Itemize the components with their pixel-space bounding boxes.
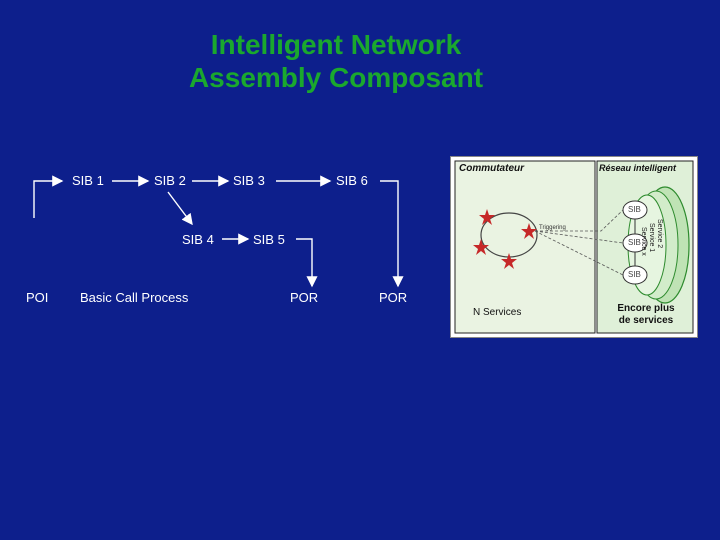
n-services-label: N Services [473,307,522,318]
sib-circle-label-1: SIB [628,205,641,214]
connector-sib6-por [380,180,404,288]
encore-plus-label: Encore plus de services [601,303,691,327]
reseau-title: Réseau intelligent [599,163,677,173]
triggering-label: Triggering [539,225,566,231]
trigger-stars [473,209,537,269]
sib-circle-label-2: SIB [628,238,641,247]
in-architecture-figure [454,160,694,334]
basic-call-process-label: Basic Call Process [80,290,189,305]
poi-label: POI [26,290,49,305]
service-label-a: Service 2 [656,219,663,249]
encore-line-1: Encore plus [617,303,675,314]
triggering-line-1 [535,209,624,232]
connector-sib2-sib4 [167,191,193,226]
connector-sib5-por [296,238,318,288]
title-line-2: Assembly Composant [188,62,484,93]
title-line-1: Intelligent Network [210,29,462,60]
slide-title: Intelligent Network Assembly Composant [0,28,672,94]
in-architecture-panel: Commutateur Réseau intelligent Triggerin… [450,156,698,338]
sib-circle-label-3: SIB [628,270,641,279]
sib-2: SIB 2 [154,173,186,188]
encore-line-2: de services [618,315,674,326]
triggering-line-3 [534,230,624,276]
sib-4: SIB 4 [182,232,214,247]
sib-6: SIB 6 [336,173,368,188]
service-label-c: Service x [640,227,647,256]
service-label-b: Service 1 [648,223,655,253]
connector-poi-sib1 [33,175,64,218]
sib-5: SIB 5 [253,232,285,247]
sib-3: SIB 3 [233,173,265,188]
commutateur-title: Commutateur [459,163,525,174]
por-label-2: POR [379,290,408,305]
sib-1: SIB 1 [72,173,104,188]
por-label-1: POR [290,290,319,305]
